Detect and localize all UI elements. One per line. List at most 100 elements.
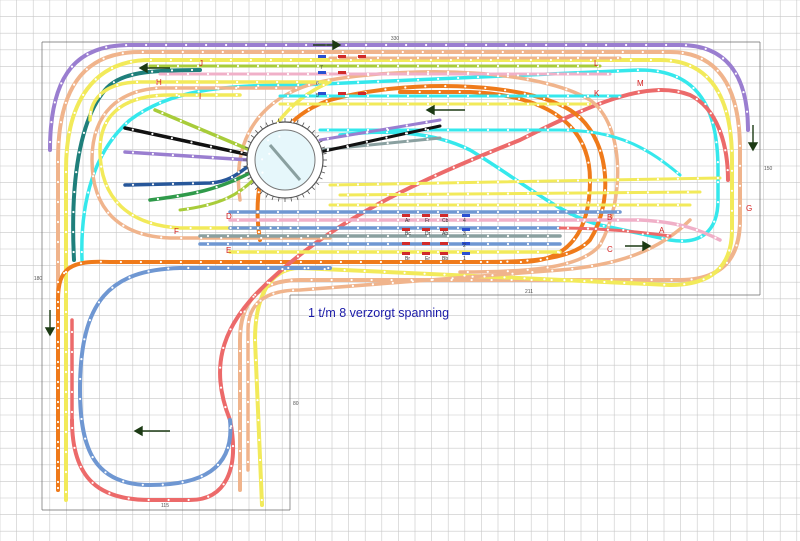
track-joint [379,260,382,264]
track-joint [79,262,83,265]
track-joint [135,90,138,93]
track-joint [247,320,250,324]
track-joint [316,226,320,230]
track-joint [316,80,319,84]
track-joint [406,72,410,76]
track-joint [496,64,500,68]
track-joint [565,252,568,255]
track-joint [275,86,278,90]
track-joint [677,90,680,93]
track-joint [268,281,271,284]
track-joint [230,464,233,468]
track-joint [596,64,600,68]
track-joint [596,218,600,222]
track-joint [165,43,168,47]
track-joint [646,232,649,235]
track-joint [466,270,469,274]
track-joint [536,218,540,222]
track-joint [349,58,352,62]
track-joint [573,238,576,241]
track-joint [276,80,279,84]
track-joint [70,370,74,374]
track-joint [599,149,602,152]
track-joint [240,236,243,240]
lower-station [198,176,722,254]
track-joint [226,242,230,246]
track-joint [226,446,229,449]
track-joint [209,226,212,230]
track-joint [230,425,233,428]
track-joint [396,210,400,214]
station-label-fr: Fr [425,218,430,224]
station-label-5: 5 [316,93,319,99]
track-joint [661,237,664,240]
track-joint [386,127,389,130]
track-joint [656,178,660,181]
track-joint [246,380,250,384]
track-joint [548,200,551,203]
track-joint [716,176,720,180]
direction-arrow-icon [625,240,652,252]
track-joint [629,255,632,258]
track-joint [728,249,731,252]
track-joint [197,90,200,93]
track-joint [200,475,203,478]
track-joint [496,180,500,184]
track-joint [426,138,429,141]
track-joint [519,260,523,264]
track-joint [722,57,725,60]
track-joint [211,156,214,159]
track-joint [436,182,440,185]
track-joint [161,112,164,115]
track-joint [255,319,258,322]
track-joint [307,108,310,111]
track-joint [249,58,252,62]
track-joint [446,72,450,76]
track-joint [189,226,192,230]
track-joint [219,386,223,389]
track-joint [449,58,452,62]
signal-marker [462,214,470,217]
track-joint [122,480,125,483]
station-label-bc: Bc [405,231,411,237]
track-joint [140,232,143,235]
track-joint [385,43,388,47]
track-joint [256,250,260,254]
track-joint [195,86,198,90]
track-joint [64,170,68,174]
track-joint [546,72,550,76]
track-joint [306,94,310,98]
direction-arrow-icon [138,62,170,74]
track-joint [56,466,60,470]
track-joint [303,267,306,270]
track-joint [60,82,63,85]
track-joint [599,108,602,111]
track-joint [436,250,440,254]
track-joint [407,71,410,74]
track-joint [103,113,106,116]
turntable-tick [307,125,311,130]
track-joint [576,71,580,74]
track-joint [670,278,673,282]
track-joint [229,226,232,230]
track-joint [399,260,402,264]
track-joint [666,191,670,194]
track-joint [290,279,293,282]
track-joint [254,293,257,296]
track-joint [426,128,430,132]
track-joint [641,233,644,236]
track-joint [216,80,219,84]
track-joint [92,172,96,175]
track-joint [516,180,520,183]
track-joint [56,280,60,284]
track-joint [79,397,82,401]
track-joint [156,64,160,68]
track-joint [50,121,53,124]
track-pink-station [228,218,722,242]
track-joint [478,91,481,94]
track-joint [215,86,218,90]
track-joint [591,264,594,268]
track-joint [246,72,250,76]
track-joint [451,277,454,280]
dimension-lines [41,41,761,511]
